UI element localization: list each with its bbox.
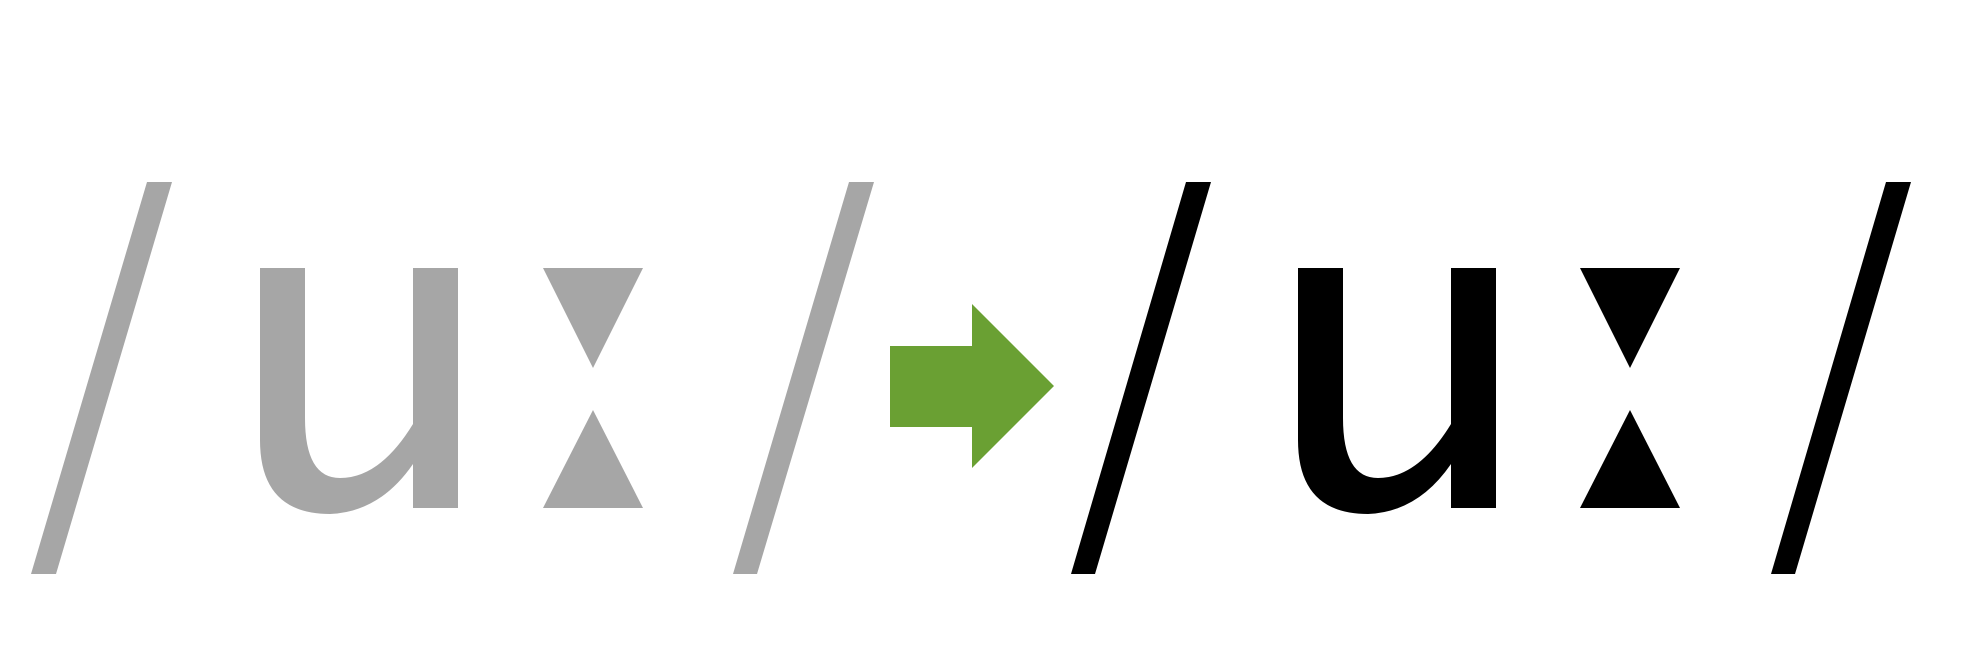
length-mark-bottom-triangle bbox=[1580, 410, 1680, 508]
arrow-right-icon bbox=[890, 304, 1054, 468]
left-slash bbox=[31, 182, 172, 574]
length-mark-top-triangle bbox=[543, 268, 643, 368]
source-transcription bbox=[31, 182, 874, 574]
target-transcription bbox=[1071, 182, 1911, 574]
length-mark-bottom-triangle bbox=[543, 410, 643, 508]
left-slash bbox=[1071, 182, 1211, 574]
length-mark-top-triangle bbox=[1580, 268, 1680, 368]
right-slash bbox=[733, 182, 874, 574]
right-slash bbox=[1771, 182, 1911, 574]
letter-u bbox=[260, 268, 458, 514]
letter-u bbox=[1298, 268, 1496, 514]
